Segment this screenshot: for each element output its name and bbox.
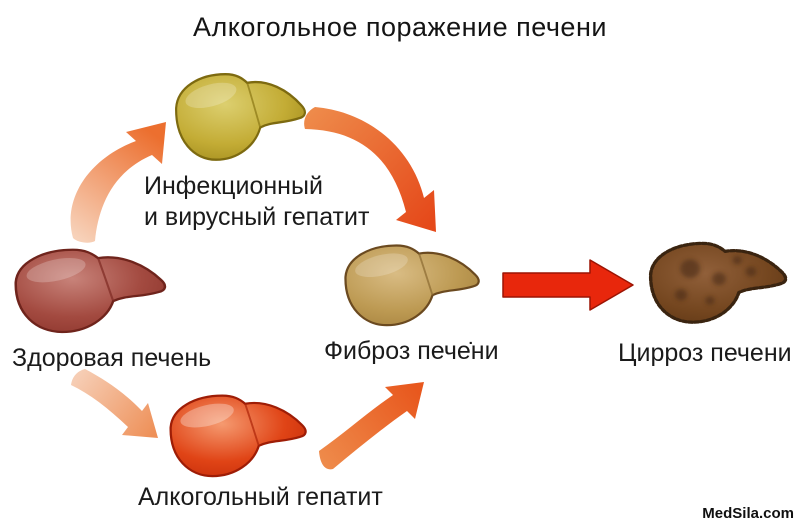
arrow-healthy-to-alcoholic-hepatitis-icon — [71, 369, 158, 438]
cirrhosis-liver-image — [648, 241, 788, 324]
liver-highlight — [26, 257, 86, 283]
diagram-title: Алкогольное поражение печени — [193, 12, 607, 42]
lobe-divider-line — [97, 257, 115, 302]
healthy-liver-image — [14, 248, 167, 334]
alcoholic-hepatitis-label: Алкогольный гепатит — [138, 483, 383, 511]
healthy-liver-label: Здоровая печень — [12, 344, 212, 372]
arrow-shape — [502, 259, 634, 311]
cirrhosis-nodule-spots — [674, 255, 757, 305]
lobe-divider-line — [418, 253, 434, 296]
liver-body — [169, 394, 307, 478]
viral-hepatitis-label-line1: Инфекционный — [144, 172, 323, 200]
arrow-shape — [70, 122, 166, 243]
arrow-viral-hepatitis-to-fibrosis-icon — [304, 107, 436, 232]
arrow-fibrosis-to-cirrhosis-icon — [502, 259, 634, 311]
arrow-shape — [71, 369, 158, 438]
alcoholic-hepatitis-liver-image — [169, 394, 307, 478]
liver-body — [175, 73, 306, 161]
arrow-alcoholic-hepatitis-to-fibrosis-icon — [319, 382, 424, 470]
liver-highlight — [180, 403, 234, 428]
cirrhosis-label: Цирроз печени — [618, 339, 792, 367]
fibrosis-liver-image — [344, 244, 480, 327]
arrow-shape — [304, 107, 436, 232]
liver-highlight — [355, 253, 408, 278]
viral-hepatitis-label: Инфекционный и вирусный гепатит — [144, 171, 369, 233]
site-watermark: MedSila.com — [702, 505, 794, 522]
fibrosis-label: Фиброз пече̇ни — [324, 337, 499, 365]
viral-hepatitis-liver-image — [175, 73, 306, 161]
lobe-divider-line — [244, 403, 260, 447]
liver-highlight — [185, 82, 237, 109]
liver-body — [344, 244, 480, 327]
lobe-divider-line — [246, 82, 262, 128]
arrow-shape — [319, 382, 424, 470]
liver-body — [14, 248, 167, 334]
viral-hepatitis-label-line2: и вирусный гепатит — [144, 203, 370, 231]
arrow-healthy-to-viral-hepatitis-icon — [70, 122, 166, 243]
